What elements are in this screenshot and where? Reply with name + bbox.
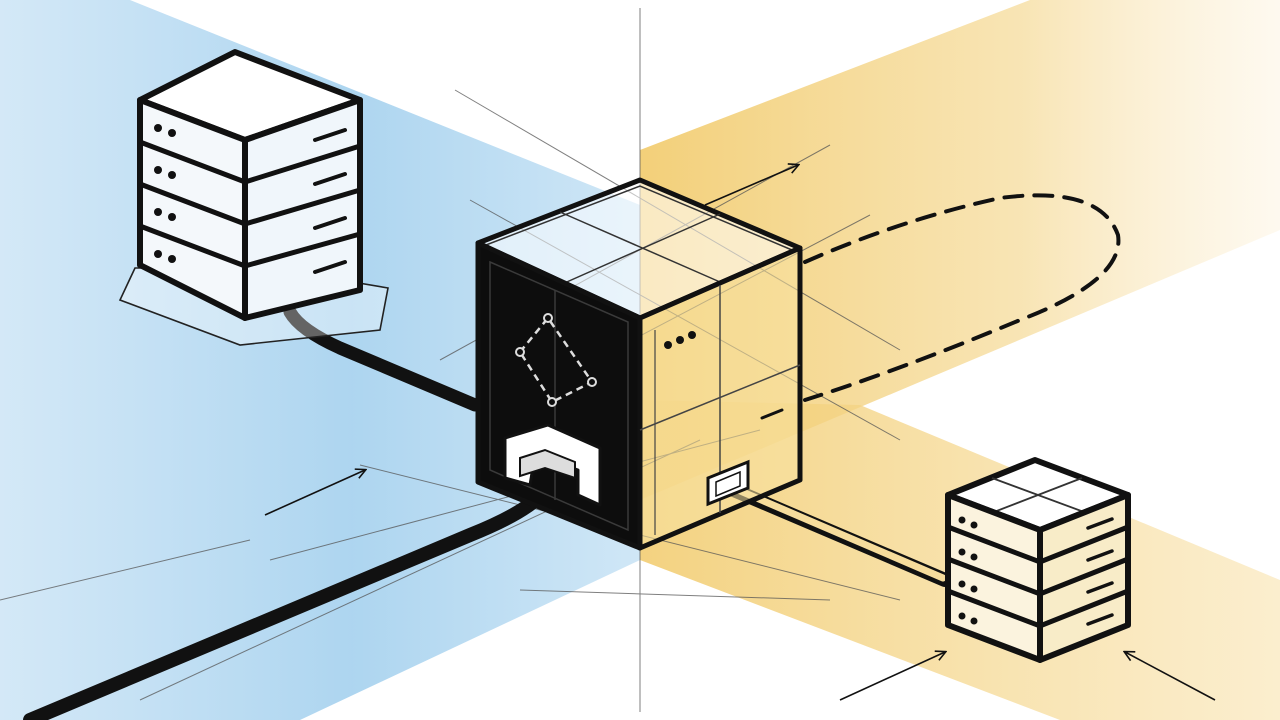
server-icon <box>137 49 363 321</box>
status-lights <box>664 331 696 349</box>
central-unit <box>475 177 803 551</box>
right-server <box>945 457 1131 663</box>
arrow-icon <box>1125 652 1216 701</box>
arrow-icon <box>704 165 798 206</box>
dashed-loop-connection <box>803 193 1121 402</box>
cable-left-server-to-hub <box>283 305 482 412</box>
arrow-icon <box>264 470 365 516</box>
left-server <box>118 49 389 346</box>
drive-indicators <box>958 516 978 625</box>
drive-indicators <box>154 124 176 263</box>
flow-arrows <box>264 165 1216 701</box>
arrow-icon <box>839 652 945 701</box>
hub-output-port <box>706 459 750 507</box>
server-icon <box>945 457 1131 663</box>
gateway-cube-icon <box>475 177 803 551</box>
hub-input-port <box>503 423 602 507</box>
